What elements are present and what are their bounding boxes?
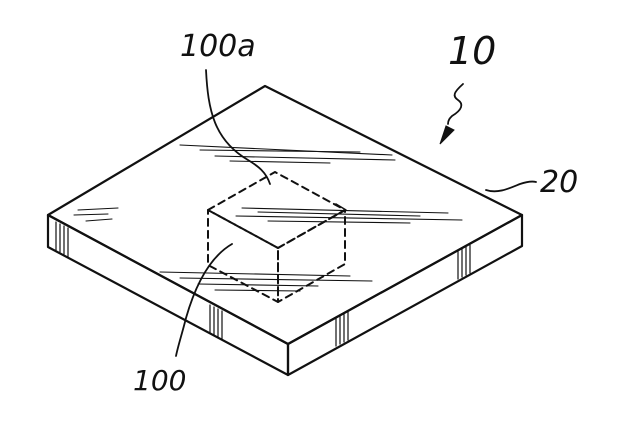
leader-20 <box>485 180 537 193</box>
cube-right-face <box>277 209 346 303</box>
substrate-surface-shading <box>73 144 463 292</box>
substrate-right-side-face <box>286 213 524 377</box>
cube-left-face <box>207 209 279 303</box>
leader-lines <box>175 69 537 357</box>
leader-100a <box>205 69 271 185</box>
cube-arrow-mark <box>335 203 347 216</box>
label-100a: 100a <box>180 29 256 64</box>
substrate-plate <box>46 84 524 377</box>
substrate-edge-hatching-left <box>55 221 223 340</box>
leader-100 <box>175 243 233 357</box>
arrow-10-head <box>439 125 455 145</box>
substrate-top-face <box>46 84 524 346</box>
leader-10 <box>447 83 464 125</box>
label-100: 100 <box>133 364 186 397</box>
dashed-cube-element <box>207 171 346 303</box>
substrate-left-side-face <box>46 213 290 377</box>
label-10: 10 <box>448 29 496 73</box>
label-20: 20 <box>540 165 578 200</box>
substrate-edge-hatching-right <box>335 244 471 347</box>
